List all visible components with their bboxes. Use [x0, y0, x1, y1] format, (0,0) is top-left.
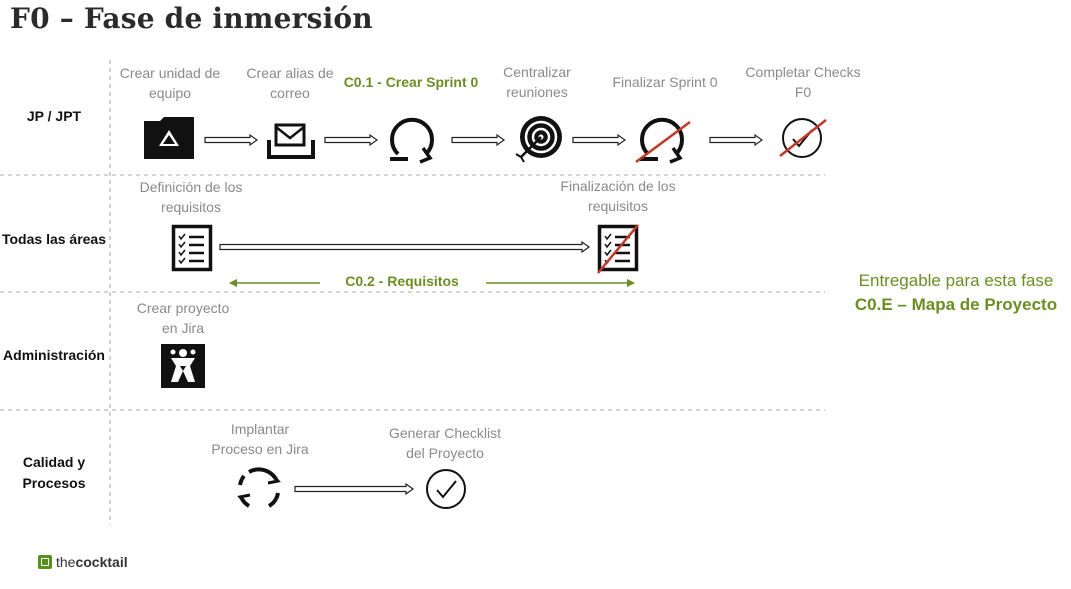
- checklist-icon: [171, 224, 213, 272]
- logo-text-part1: the: [56, 554, 76, 570]
- deliverable-line2: C0.E – Mapa de Proyecto: [854, 295, 1058, 314]
- logo-text: thecocktail: [56, 554, 128, 570]
- step-line: C0.1 - Crear Sprint 0: [343, 74, 479, 90]
- step-crear-proyecto: Crear proyecto en Jira: [122, 298, 244, 338]
- step-line: Implantar: [230, 421, 290, 437]
- jira-icon: [161, 344, 205, 388]
- step-line: reuniones: [506, 84, 568, 100]
- lane-label-calidad: Calidad y Procesos: [8, 452, 100, 494]
- step-line: equipo: [148, 85, 192, 101]
- mail-inbox-icon: [267, 123, 315, 159]
- checklist-crossed-icon: [597, 224, 639, 274]
- step-implantar: Implantar Proceso en Jira: [198, 419, 322, 459]
- lane-label-line: JP / JPT: [26, 108, 82, 124]
- step-line: del Proyecto: [406, 445, 484, 461]
- step-line: Definición de los: [139, 179, 243, 195]
- step-crear-alias: Crear alias de correo: [232, 63, 348, 103]
- check-circle-crossed-icon: [779, 118, 827, 158]
- step-crear-unidad: Crear unidad de equipo: [110, 63, 230, 103]
- step-finalizar-sprint: Finalizar Sprint 0: [600, 72, 730, 92]
- step-line: Completar Checks: [745, 64, 861, 80]
- lane-label-administracion: Administración: [0, 345, 108, 366]
- step-definicion-requisitos: Definición de los requisitos: [126, 177, 256, 217]
- lane-label-line: Procesos: [22, 475, 86, 491]
- step-line: Finalizar Sprint 0: [612, 74, 718, 90]
- flow-arrow: [294, 482, 415, 496]
- step-generar-checklist: Generar Checklist del Proyecto: [378, 423, 512, 463]
- lane-label-line: Todas las áreas: [1, 231, 107, 247]
- step-line: requisitos: [161, 199, 221, 215]
- lane-label-line: Calidad y: [22, 454, 86, 470]
- sprint-cycle-icon: [390, 117, 434, 164]
- step-centralizar: Centralizar reuniones: [482, 62, 592, 102]
- step-line: Finalización de los: [560, 178, 676, 194]
- target-icon: [515, 116, 562, 163]
- logo-text-part2: cocktail: [75, 554, 128, 570]
- step-line: Centralizar: [503, 64, 571, 80]
- deliverable-box: Entregable para esta fase C0.E – Mapa de…: [836, 269, 1071, 317]
- logo-mark-icon: [38, 555, 52, 569]
- flow-arrow: [219, 240, 591, 254]
- page-title: F0 – Fase de inmersión: [10, 2, 373, 35]
- step-finalizacion-requisitos: Finalización de los requisitos: [548, 176, 688, 216]
- step-line: requisitos: [588, 198, 648, 214]
- step-line: Crear alias de: [246, 65, 334, 81]
- step-line: Crear unidad de: [119, 65, 221, 81]
- flow-arrows: [204, 133, 764, 496]
- step-crear-sprint: C0.1 - Crear Sprint 0: [336, 72, 486, 92]
- lane-label-line: Administración: [3, 347, 105, 363]
- deliverable-line1: Entregable para esta fase: [858, 271, 1054, 290]
- step-line: Proceso en Jira: [211, 441, 309, 457]
- drive-folder-icon: [144, 117, 194, 159]
- lane-label-jp: JP / JPT: [14, 106, 94, 127]
- step-line: Generar Checklist: [388, 425, 502, 441]
- flow-arrow: [451, 133, 506, 147]
- step-line: correo: [270, 85, 310, 101]
- step-completar-checks: Completar Checks F0: [738, 62, 868, 102]
- flow-arrow: [572, 133, 627, 147]
- lane-separators: [0, 60, 825, 525]
- step-line: Crear proyecto: [136, 300, 230, 316]
- lane-label-todas: Todas las áreas: [0, 229, 108, 250]
- step-line: en Jira: [161, 320, 205, 336]
- refresh-cycle-icon: [237, 467, 281, 508]
- the-cocktail-logo: thecocktail: [38, 554, 128, 570]
- flow-arrow: [709, 133, 764, 147]
- flow-arrow: [204, 133, 259, 147]
- flow-arrow: [324, 133, 379, 147]
- requisitos-label: C0.2 - Requisitos: [345, 273, 459, 289]
- step-line: F0: [794, 84, 812, 100]
- sprint-cycle-crossed-icon: [635, 117, 691, 164]
- check-circle-icon: [426, 469, 466, 509]
